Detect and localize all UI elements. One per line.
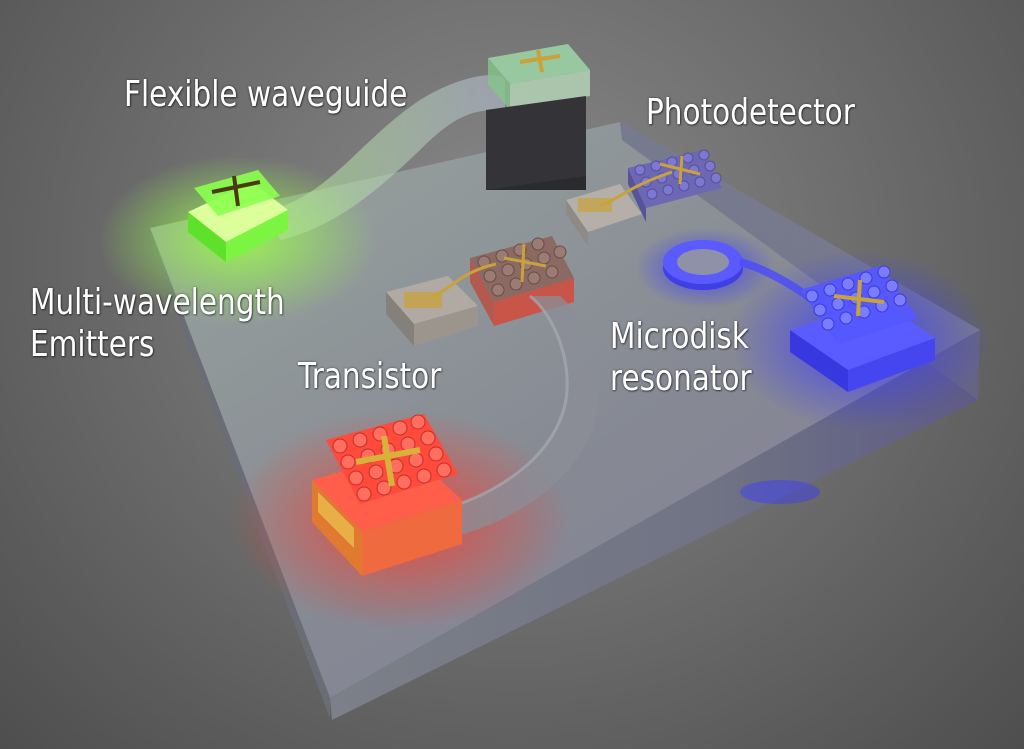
curved-waveguide (440, 296, 600, 540)
label-photodetector: Photodetector (646, 92, 855, 133)
photodetector-tower (486, 44, 590, 190)
red-emitter (312, 414, 462, 576)
photodetector (566, 149, 722, 246)
label-flexible-waveguide: Flexible waveguide (124, 74, 408, 115)
blue-emitter (790, 265, 935, 392)
label-transistor: Transistor (298, 356, 442, 397)
label-microdisk-resonator: Microdisk resonator (610, 316, 752, 399)
label-multi-wavelength-emitters: Multi-wavelength Emitters (30, 282, 285, 365)
green-emitter (188, 170, 288, 262)
transistor (386, 236, 574, 346)
flexible-waveguide (270, 75, 505, 241)
